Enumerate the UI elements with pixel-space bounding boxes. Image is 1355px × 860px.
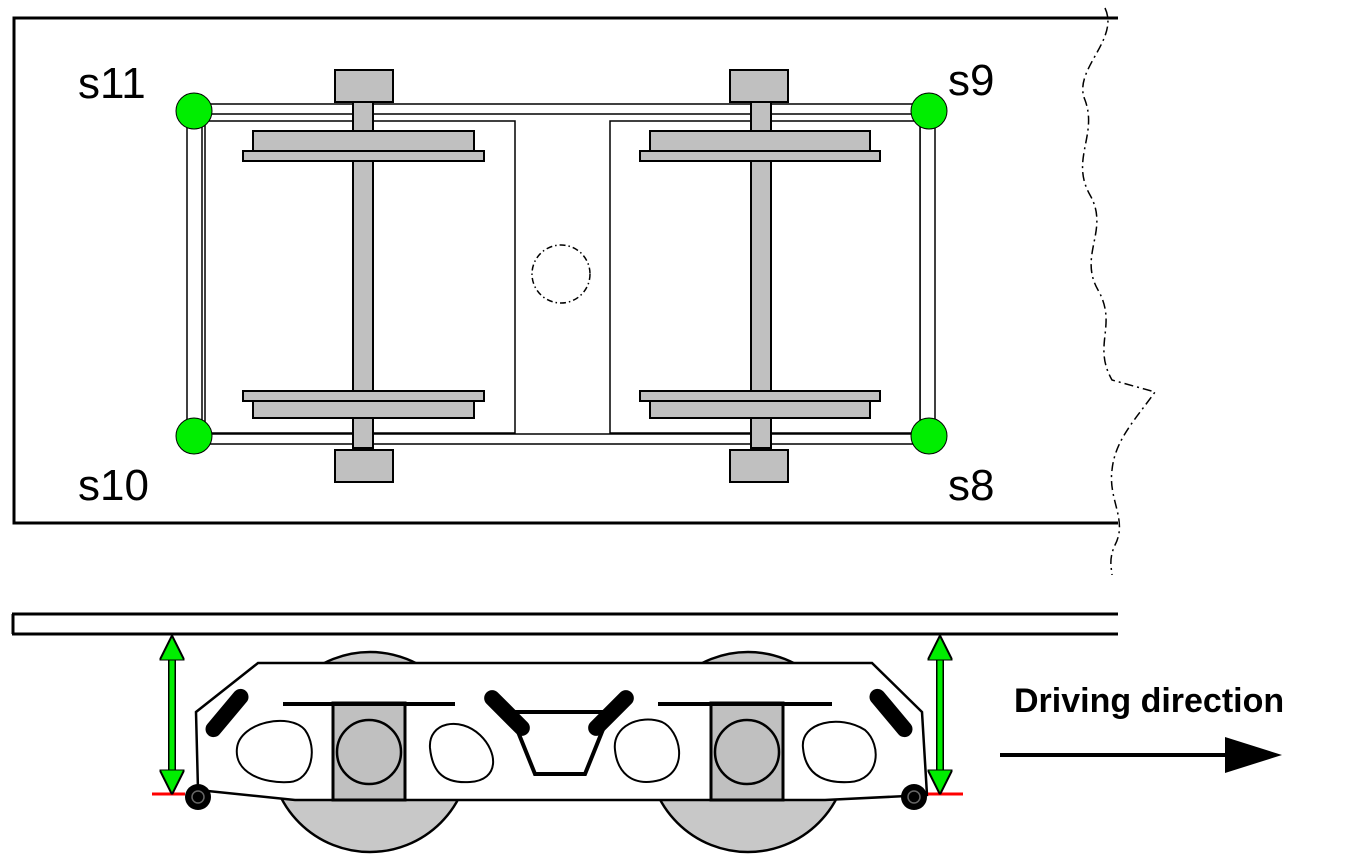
car-body-outline [12,16,1118,525]
sensor-label-s9: s9 [948,56,994,105]
sensor-label-s8: s8 [948,461,994,510]
side-view: Driving direction [11,612,1284,854]
sensor-s9 [910,92,948,130]
break-line [1081,7,1157,576]
sensor-s8 [910,417,948,455]
sensor-label-s11: s11 [78,59,146,108]
driving-direction-arrow-head [1225,737,1282,773]
driving-direction-label: Driving direction [1014,682,1284,720]
wheelset-top-left [242,69,485,483]
pivot-circle [531,244,591,304]
top-view: s11 s9 s10 s8 [12,7,1157,576]
wheelset-top-right [639,69,881,483]
bogie-frame-outer [186,103,936,445]
pivot-bolt-right [901,784,927,810]
sensor-label-s10: s10 [78,461,149,510]
pivot-bolt-left [185,784,211,810]
sensor-s10 [175,417,213,455]
sensor-s11 [175,92,213,130]
